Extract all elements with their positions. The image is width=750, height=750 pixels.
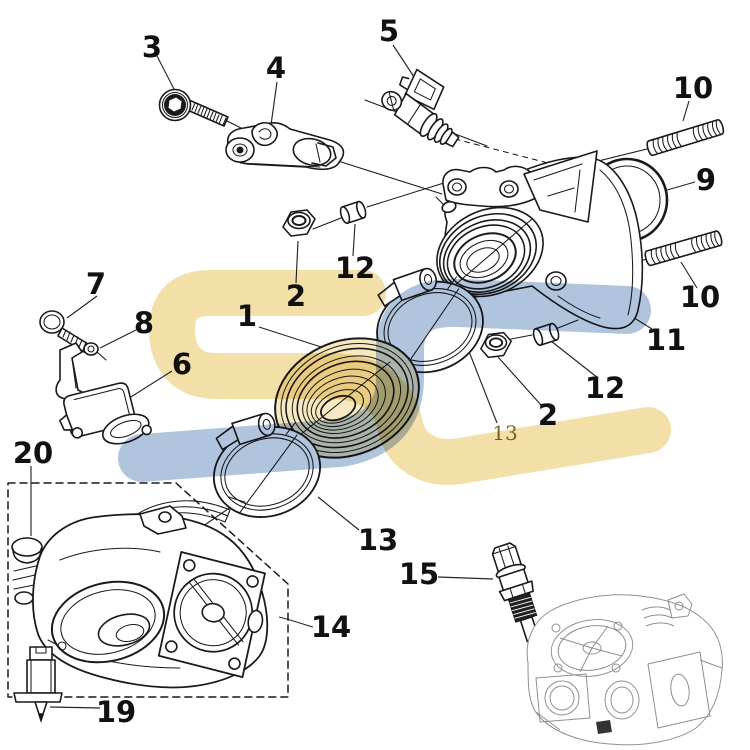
callout-label-15-temp-sensor: 15	[399, 557, 439, 591]
leader-9	[666, 181, 696, 191]
detail-box	[7, 482, 289, 698]
callout-label-10-stud: 10	[680, 280, 720, 314]
part-cable-bracket-4	[225, 122, 345, 171]
callout-label-13-clamp: 13	[358, 523, 398, 557]
watermark-c-blue	[118, 278, 651, 482]
leader-10b	[680, 261, 698, 289]
axis-bracket4	[337, 160, 443, 195]
callout-label-4-cable-bracket: 4	[266, 51, 286, 85]
axis-nut-left-2	[366, 181, 448, 208]
callout-label-5-fuel-injector: 5	[379, 14, 399, 48]
leader-14	[278, 616, 314, 628]
watermark-s-tan	[149, 270, 671, 485]
callout-label-7-bolt: 7	[86, 267, 106, 301]
part-fuel-injector-5	[381, 68, 460, 148]
watermark-sc-logo	[118, 270, 671, 485]
callout-label-9-o-ring: 9	[696, 163, 716, 197]
axis-bolt3	[226, 120, 244, 130]
part-bolt-7	[39, 310, 89, 353]
part-solenoid-valve-19	[13, 646, 63, 723]
part-hex-nut-2-right	[479, 331, 513, 359]
callout-label-14-throttle-body: 14	[311, 610, 351, 644]
callout-label-19-solenoid-valve: 19	[96, 695, 136, 729]
leader-5	[392, 44, 417, 81]
part-hex-nut-2-left	[282, 209, 316, 237]
leader-12a	[352, 223, 356, 257]
callout-label-3-socket-head-bolt: 3	[142, 30, 162, 64]
cylinder-head-ghost	[526, 593, 723, 746]
callout-label-20-port-cap: 20	[13, 436, 53, 470]
part-stud-10-bottom	[643, 229, 724, 268]
leader-8	[99, 329, 137, 349]
leader-2b	[497, 356, 542, 406]
callout-label-12-spacer: 12	[585, 371, 625, 405]
callout-label-11-intake-elbow: 11	[646, 323, 686, 357]
part-throttle-body-14	[11, 500, 269, 689]
leader-19	[49, 706, 101, 709]
leader-15	[437, 576, 494, 580]
leader-7	[66, 295, 98, 319]
part-socket-head-bolt-3	[158, 88, 229, 127]
part-stud-10-top	[645, 118, 726, 157]
leader-12b	[550, 340, 599, 379]
part-bracket-8	[55, 342, 107, 406]
leader-13-bold	[317, 496, 360, 531]
part-spacer-12-left	[337, 199, 369, 226]
leader-3	[156, 55, 177, 94]
callout-label-10-stud: 10	[673, 71, 713, 105]
leader-10a	[682, 100, 690, 122]
axis-nut-left-1	[312, 217, 342, 230]
